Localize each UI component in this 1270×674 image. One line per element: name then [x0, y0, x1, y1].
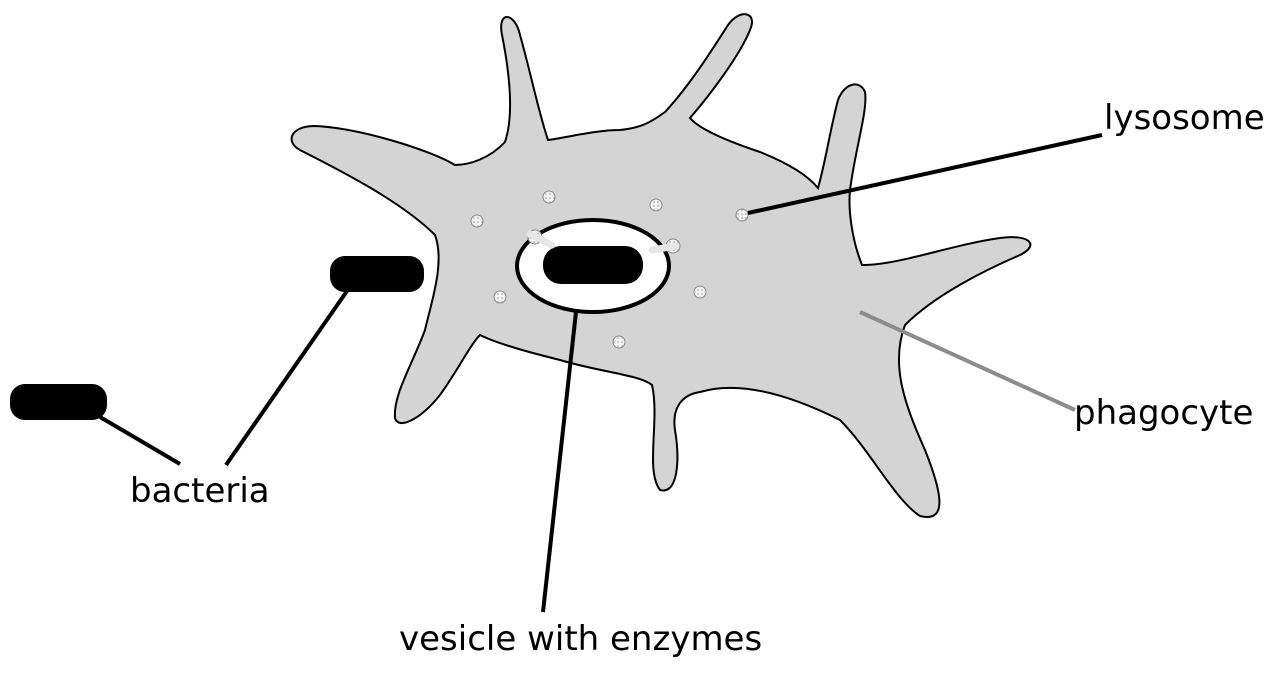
bacteria-label: bacteria — [130, 474, 270, 508]
phagocyte-label: phagocyte — [1074, 396, 1253, 430]
vesicle-label: vesicle with enzymes — [399, 622, 762, 656]
engulfed-bacterium — [543, 246, 643, 284]
bacterium — [10, 384, 107, 420]
lysosome — [471, 215, 483, 227]
bacteria-leader-line — [226, 291, 347, 465]
lysosome-fusion-right — [652, 246, 676, 250]
lysosome — [694, 286, 706, 298]
lysosome — [494, 291, 506, 303]
bacterium — [330, 256, 424, 292]
lysosome — [543, 191, 555, 203]
bacteria-leader-line — [100, 417, 180, 464]
lysosome — [650, 199, 662, 211]
lysosome — [613, 336, 625, 348]
lysosome-label: lysosome — [1104, 101, 1265, 135]
lysosome — [736, 209, 748, 221]
